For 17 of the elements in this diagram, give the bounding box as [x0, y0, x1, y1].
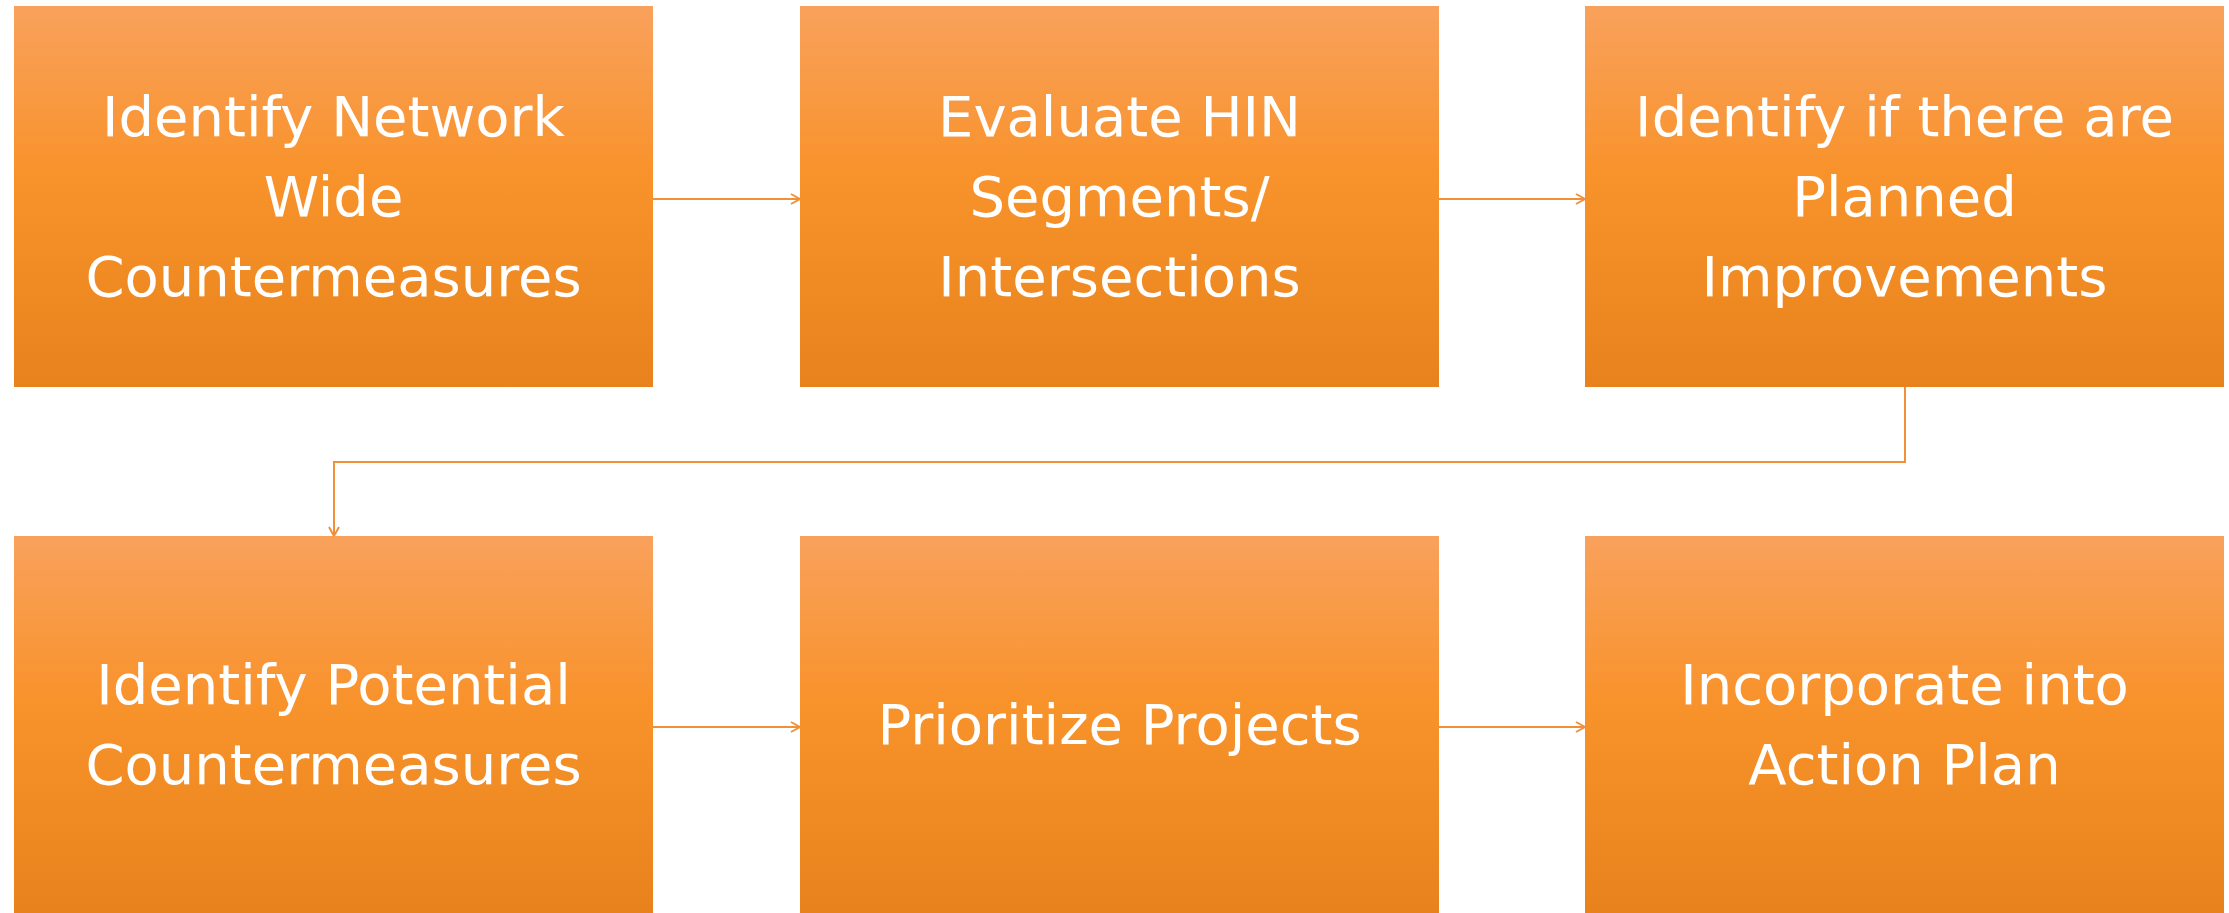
process-box — [800, 536, 1439, 913]
step-text: Identify Network Wide Countermeasures — [84, 82, 583, 311]
arrow — [652, 193, 801, 205]
step-text: Incorporate into Action Plan — [1679, 650, 2130, 799]
process-box — [1585, 6, 2224, 387]
arrow — [1438, 721, 1586, 733]
step-text: Evaluate HIN Segments/ Intersections — [937, 82, 1302, 311]
process-box — [1585, 536, 2224, 913]
arrow — [652, 721, 801, 733]
step-text: Identify Potential Countermeasures — [84, 650, 583, 799]
step-text: Prioritize Projects — [876, 690, 1363, 759]
step-text: Identify if there are Planned Improvements — [1634, 82, 2175, 311]
process-box — [800, 6, 1439, 387]
process-box — [14, 6, 653, 387]
arrow — [328, 386, 1906, 537]
process-box — [14, 536, 653, 913]
arrow — [1438, 193, 1586, 205]
